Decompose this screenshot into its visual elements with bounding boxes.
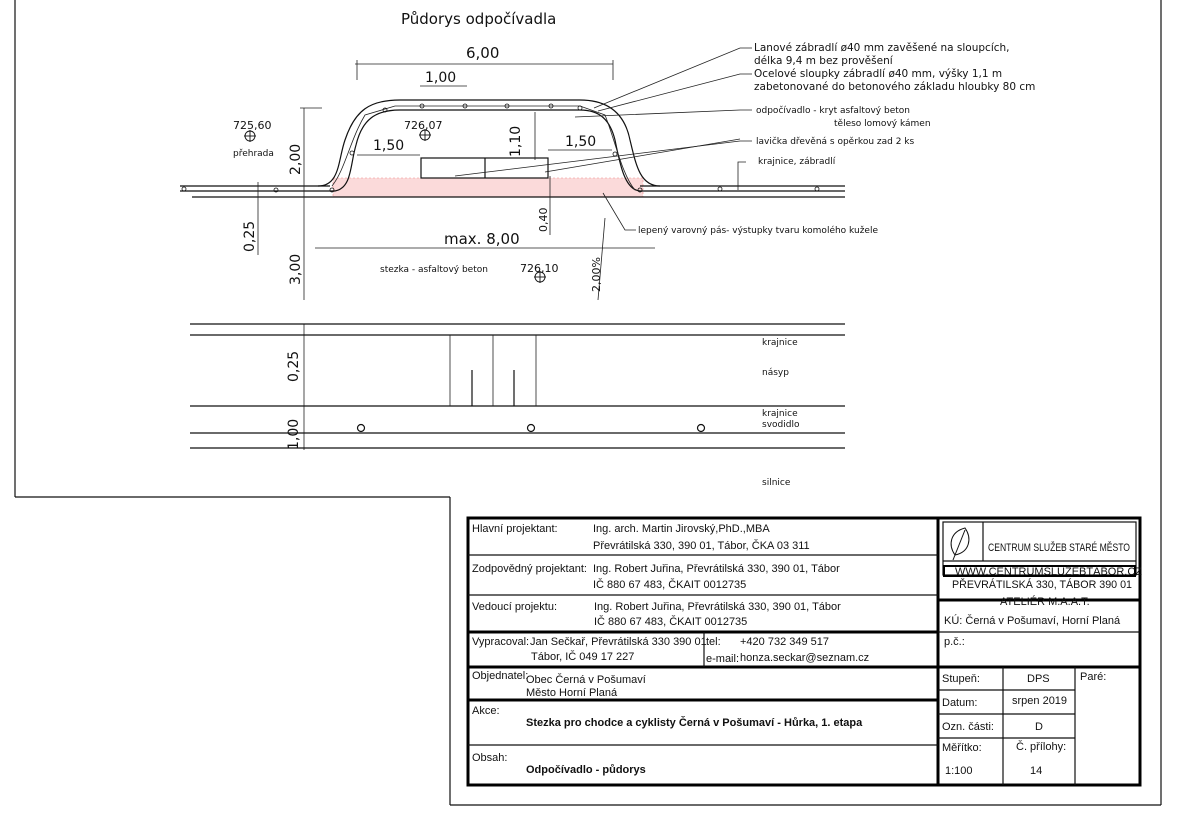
label-bench: lavička dřevěná s opěrkou zad 2 ks (756, 136, 914, 147)
annex-value: 14 (1030, 765, 1042, 777)
dim-edge: 0,25 (242, 221, 258, 252)
label-nasyp: násyp (762, 368, 789, 378)
leaf-logo-icon (950, 527, 970, 561)
drawn-label: Vypracoval: (472, 636, 529, 648)
dim-width-top: 6,00 (466, 44, 499, 62)
scale-value: 1:100 (945, 765, 973, 777)
dim-left-offset: 1,50 (373, 138, 404, 154)
leader-lines (454, 47, 752, 231)
warning-strip (332, 177, 644, 198)
dim-right-offset: 1,50 (565, 134, 596, 150)
dim-strip: 0,40 (537, 208, 550, 233)
action-value: Stezka pro chodce a cyklisty Černá v Poš… (526, 716, 863, 729)
sheet-frame (14, 0, 1162, 806)
dim-max-length: max. 8,00 (444, 230, 520, 248)
dim-lower-guard: 1,00 (286, 419, 302, 450)
label-rest-1: odpočívadlo - kryt asfaltový beton (756, 105, 910, 116)
tel-label: tel: (706, 636, 721, 648)
logo-address: PŘEVRÁTILSKÁ 330, TÁBOR 390 01 (952, 578, 1132, 591)
label-railing-2: délka 9,4 m bez prověšení (754, 55, 894, 67)
chief-address: Převrátilská 330, 390 01, Tábor, ČKA 03 … (593, 539, 810, 552)
client-2: Město Horní Planá (526, 687, 618, 699)
drawn-name: Jan Sečkař, Převrátilská 330 390 01 (530, 636, 707, 648)
date-value: srpen 2019 (1012, 695, 1067, 707)
part-value: D (1035, 721, 1043, 733)
dim-lower-edge: 0,25 (286, 351, 302, 382)
label-krajnice-1: krajnice (762, 338, 798, 348)
scale-label: Měřítko: (942, 742, 982, 754)
client-label: Objednatel: (472, 670, 528, 682)
label-krajnice-2: krajnice (762, 409, 798, 419)
dim-height-rest: 2,00 (288, 144, 304, 175)
elevation-path: 726,10 (520, 262, 559, 275)
road-section (190, 323, 845, 449)
label-edge-rail: krajnice, zábradlí (758, 157, 836, 167)
client-1: Obec Černá v Pošumaví (526, 673, 646, 686)
label-silnice: silnice (762, 478, 791, 488)
railing-posts (181, 103, 820, 193)
stage-value: DPS (1027, 673, 1050, 685)
content-value: Odpočívadlo - půdorys (526, 764, 646, 776)
label-warning-strip: lepený varovný pás- výstupky tvaru komol… (638, 225, 878, 236)
action-label: Akce: (472, 705, 500, 717)
elevation-dam: 725,60 (233, 119, 272, 132)
email-label: e-mail: (706, 653, 739, 665)
annex-label: Č. přílohy: (1016, 740, 1066, 753)
logo-web: WWW.CENTRUMSLUŽEBTÁBOR.CZ (955, 565, 1142, 578)
lead-id: IČ 880 67 483, ČKAIT 0012735 (594, 615, 747, 628)
dim-path-width: 3,00 (288, 254, 304, 285)
stage-label: Stupeň: (942, 673, 980, 685)
dim-slope: 2,00% (590, 257, 603, 292)
resp-id: IČ 880 67 483, ČKAIT 0012735 (593, 578, 746, 591)
dimension-lines (257, 60, 655, 450)
dim-post-spacing: 1,00 (425, 70, 456, 86)
label-svodidlo: svodidlo (762, 420, 800, 430)
content-label: Obsah: (472, 752, 507, 764)
lead-label: Vedoucí projektu: (472, 601, 557, 613)
parcel-label: p.č.: (944, 636, 965, 648)
lead-name: Ing. Robert Juřina, Převrátilská 330, 39… (594, 601, 841, 613)
part-label: Ozn. části: (942, 721, 994, 733)
resp-label: Zodpovědný projektant: (472, 563, 587, 575)
logo-name: CENTRUM SLUŽEB STARÉ MĚSTO (988, 541, 1130, 554)
label-posts-1: Ocelové sloupky zábradlí ø40 mm, výšky 1… (754, 68, 1002, 80)
drawn-id: Tábor, IČ 049 17 227 (531, 650, 634, 663)
resp-name: Ing. Robert Juřina, Převrátilská 330, 39… (593, 563, 840, 575)
label-path: stezka - asfaltový beton (380, 265, 488, 275)
atelier-name: ATELIÉR M.A.A.T. (1000, 595, 1090, 608)
label-rest-2: těleso lomový kámen (834, 119, 931, 129)
date-label: Datum: (942, 697, 977, 709)
dim-bench-depth: 1,10 (508, 126, 524, 157)
email-value: honza.seckar@seznam.cz (740, 652, 869, 664)
copies-label: Paré: (1080, 671, 1106, 683)
label-railing-1: Lanové zábradlí ø40 mm zavěšené na sloup… (754, 42, 1010, 54)
drawing-title: Půdorys odpočívadla (401, 10, 556, 28)
elevation-marker-icon (244, 129, 546, 283)
label-posts-2: zabetonované do betonového základu hloub… (754, 81, 1035, 93)
benches (420, 157, 549, 179)
title-block (466, 516, 1142, 787)
elevation-rest-area: 726,07 (404, 119, 443, 132)
dam-label: přehrada (233, 149, 274, 159)
cadastral-area: KÚ: Černá v Pošumaví, Horní Planá (944, 614, 1121, 627)
tel-value: +420 732 349 517 (740, 636, 829, 648)
chief-name: Ing. arch. Martin Jirovský,PhD.,MBA (593, 523, 770, 535)
chief-label: Hlavní projektant: (472, 523, 558, 535)
